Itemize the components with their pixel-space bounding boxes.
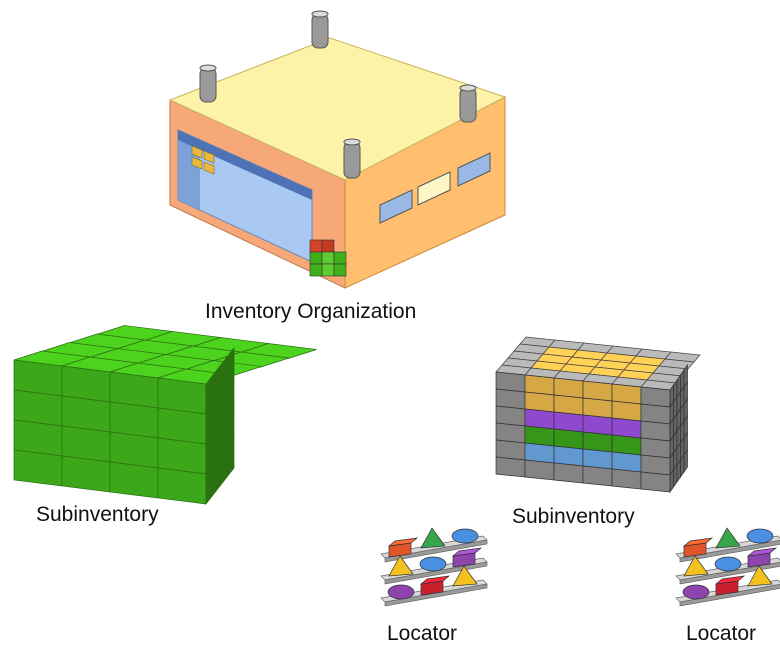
locator-right-label: Locator [686, 622, 757, 645]
inventory-organization-label: Inventory Organization [205, 300, 417, 323]
subinventory-right-label: Subinventory [512, 505, 635, 528]
locator-left-label: Locator [387, 622, 458, 645]
locator-shelf-icon [675, 527, 780, 607]
locator-shelf-icon [380, 527, 488, 607]
subinventory-left-label: Subinventory [36, 503, 159, 526]
